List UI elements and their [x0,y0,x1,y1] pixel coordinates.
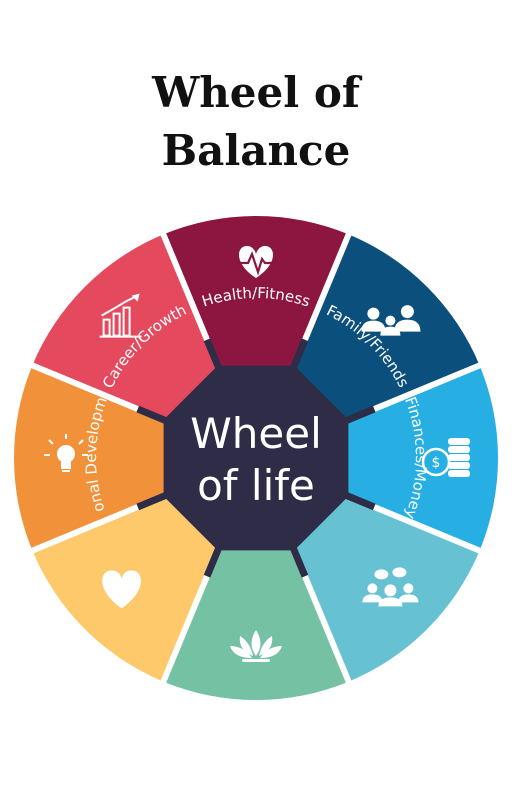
family-icon [361,305,421,336]
hub-title-line-1: Wheel [190,409,322,458]
segment-health-fitness [163,215,349,458]
page-title: Wheel of Balance [0,64,512,180]
hub-spoke [290,338,309,369]
title-line-2: Balance [161,126,351,175]
community-icon [362,567,419,607]
coins-icon: $ [421,438,470,477]
heart-pulse-icon [234,246,278,278]
hub-spoke [345,492,376,511]
hub-spoke [203,338,222,369]
hub-spoke [290,547,309,578]
hub-octagon [163,365,349,551]
hub-title-line-2: of life [197,461,315,510]
hub-spokes [136,338,376,578]
heart-icon [102,570,141,609]
hub-spoke [203,547,222,578]
title-line-1: Wheel of [152,68,360,117]
svg-text:$: $ [432,455,441,471]
growth-chart-icon [99,293,142,338]
segment-spirituality [163,458,349,700]
segment-finances-money [256,365,498,551]
lotus-icon [230,630,282,662]
hub-spoke [136,492,167,511]
hub-spoke [136,405,167,424]
hub-spoke [345,405,376,424]
segment-personal-development [14,365,257,551]
lightbulb-icon [44,434,88,472]
